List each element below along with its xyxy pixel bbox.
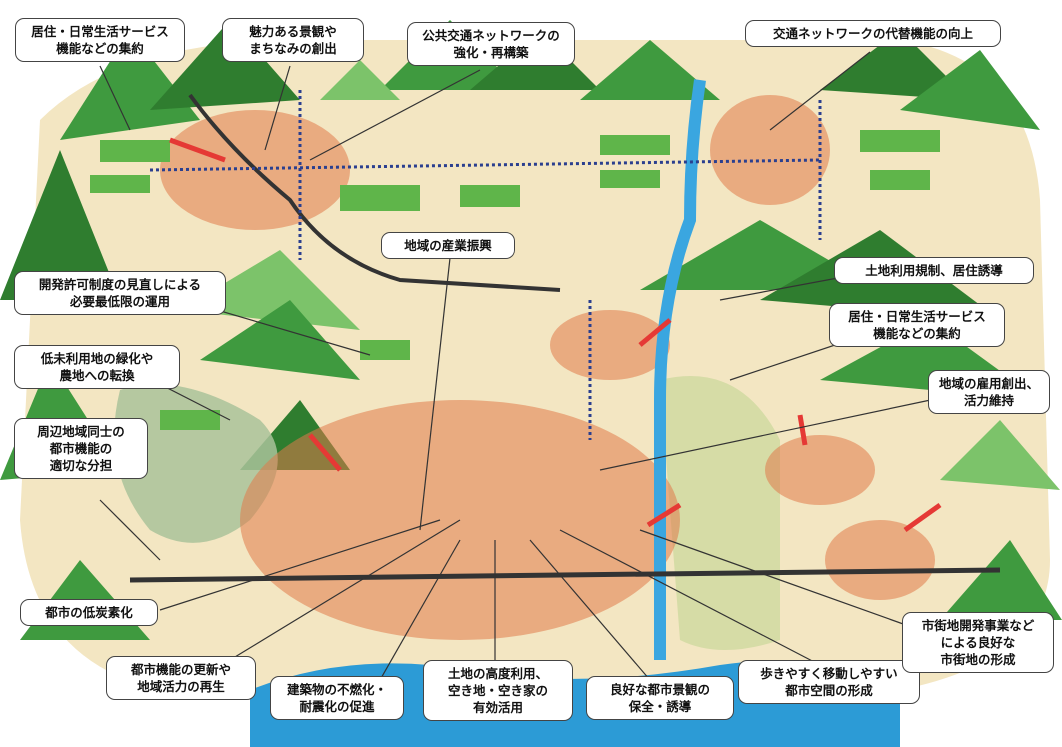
callout-walkable-space: 歩きやすく移動しやすい 都市空間の形成 (738, 660, 920, 704)
callout-line: による良好な (940, 635, 1016, 650)
callout-surrounding-areas-sharing: 周辺地域同士の 都市機能の 適切な分担 (14, 418, 148, 479)
hatched-zone-east (660, 376, 780, 650)
callout-line: 居住・日常生活サービス (31, 24, 169, 39)
callout-line: 空き地・空き家の (447, 683, 548, 698)
callout-line: 都市機能の更新や (130, 662, 231, 677)
callout-townscape-preservation: 良好な都市景観の 保全・誘導 (586, 676, 734, 720)
callout-line: 良好な都市景観の (609, 682, 710, 697)
callout-line: 活力維持 (963, 393, 1014, 408)
callout-public-transit-network: 公共交通ネットワークの 強化・再構築 (407, 22, 575, 66)
callout-line: 機能などの集約 (873, 326, 961, 341)
farm-fields (90, 130, 940, 430)
callout-line: 機能などの集約 (56, 41, 144, 56)
callout-fireproof-quakeproof: 建築物の不燃化・ 耐震化の促進 (270, 676, 404, 720)
callout-line: 都市の低炭素化 (45, 605, 133, 620)
callout-advanced-land-use: 土地の高度利用、 空き地・空き家の 有効活用 (423, 660, 573, 721)
callout-line: 保全・誘導 (628, 699, 692, 714)
river (654, 79, 706, 660)
callout-land-use-regulation: 土地利用規制、居住誘導 (834, 257, 1034, 284)
railway-north (188, 93, 561, 292)
callout-line: 強化・再構築 (453, 45, 529, 60)
callout-line: 居住・日常生活サービス (848, 309, 986, 324)
callout-line: 市街地開発事業など (921, 618, 1035, 633)
callout-line: 農地への転換 (59, 368, 135, 383)
callout-line: 地域活力の再生 (137, 679, 225, 694)
callout-line: 交通ネットワークの代替機能の向上 (772, 26, 973, 41)
callout-line: 適切な分担 (49, 458, 113, 473)
railway-main (129, 567, 1001, 583)
callout-development-permit: 開発許可制度の見直しによる 必要最低限の運用 (14, 271, 226, 315)
callout-line: 市街地の形成 (940, 652, 1016, 667)
callout-line: 土地利用規制、居住誘導 (865, 263, 1003, 278)
callout-line: 周辺地域同士の (37, 424, 125, 439)
bus-routes (149, 90, 822, 440)
callout-line: 開発許可制度の見直しによる (38, 277, 202, 292)
callout-attractive-landscape: 魅力ある景観や まちなみの創出 (222, 18, 364, 62)
callout-line: 魅力ある景観や (249, 24, 337, 39)
callout-urban-redevelopment: 市街地開発事業など による良好な 市街地の形成 (902, 612, 1054, 673)
mountain-range-north (60, 20, 1040, 140)
green-lowland (114, 384, 278, 543)
callout-line: 都市空間の形成 (785, 683, 873, 698)
sea (250, 660, 900, 747)
callout-line: 必要最低限の運用 (69, 294, 170, 309)
callout-regional-industry: 地域の産業振興 (381, 232, 515, 259)
callout-line: 有効活用 (472, 700, 523, 715)
callout-line: 歩きやすく移動しやすい (760, 666, 898, 681)
concentration-arrows (169, 137, 942, 533)
callout-line: 建築物の不燃化・ (286, 682, 387, 697)
callout-line: 土地の高度利用、 (447, 666, 548, 681)
callout-line: 耐震化の促進 (299, 699, 375, 714)
callout-line: 公共交通ネットワークの (422, 28, 560, 43)
callout-line: 都市機能の (49, 441, 113, 456)
callout-residential-concentration-east: 居住・日常生活サービス 機能などの集約 (829, 303, 1005, 347)
callout-line: 地域の産業振興 (404, 238, 492, 253)
callout-transport-redundancy: 交通ネットワークの代替機能の向上 (745, 20, 1001, 47)
callout-regional-employment: 地域の雇用創出、 活力維持 (928, 370, 1050, 414)
callout-low-carbon-city: 都市の低炭素化 (20, 599, 158, 626)
callout-urban-function-renewal: 都市機能の更新や 地域活力の再生 (106, 656, 256, 700)
callout-line: まちなみの創出 (249, 41, 337, 56)
callout-line: 地域の雇用創出、 (938, 376, 1039, 391)
callout-residential-concentration-northwest: 居住・日常生活サービス 機能などの集約 (15, 18, 185, 62)
callout-unused-land-greening: 低未利用地の緑化や 農地への転換 (14, 345, 180, 389)
callout-line: 低未利用地の緑化や (40, 351, 154, 366)
